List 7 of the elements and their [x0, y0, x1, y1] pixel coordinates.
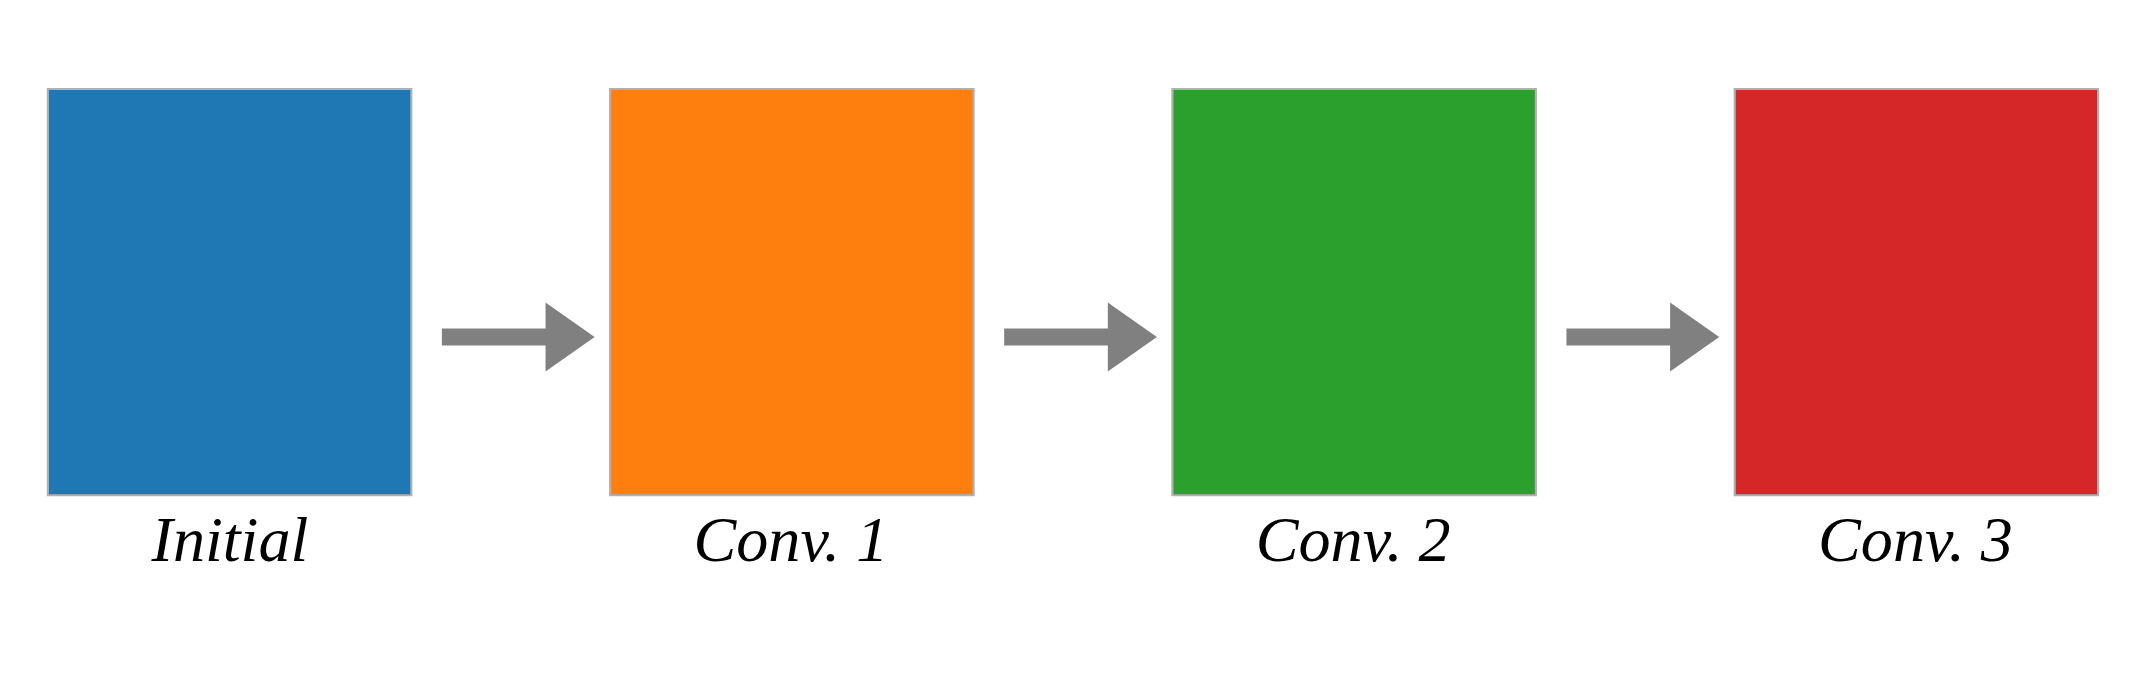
node-label: Initial	[151, 504, 309, 576]
arrow	[441, 302, 595, 372]
node-label: Conv. 3	[1818, 504, 2013, 576]
arrow	[1566, 302, 1720, 372]
node-label: Conv. 1	[693, 504, 889, 576]
arrow	[1004, 302, 1157, 372]
node-label: Conv. 2	[1255, 504, 1451, 576]
